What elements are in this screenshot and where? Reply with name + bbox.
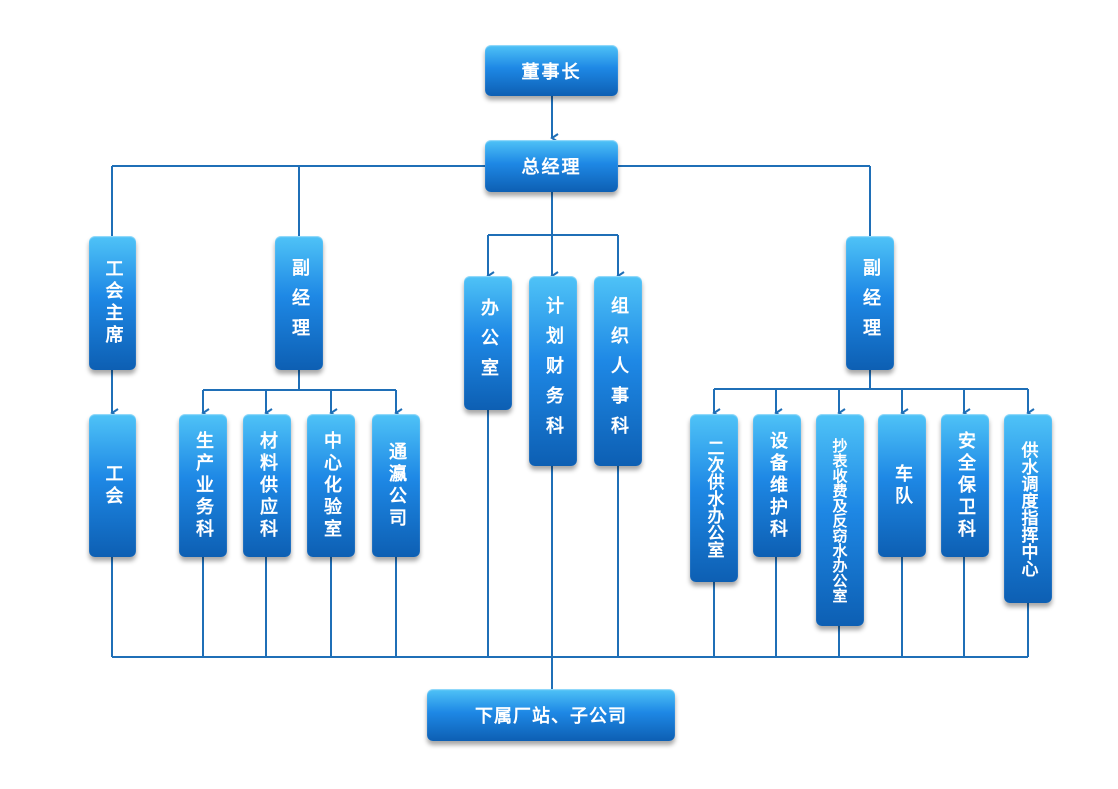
node-tongying: 通瀛公司 (372, 414, 420, 557)
node-hr: 组织人事科 (594, 276, 642, 466)
node-equipment-maintenance: 设备维护科 (753, 414, 801, 557)
node-materials: 材料供应科 (243, 414, 291, 557)
node-vice-gm-left: 副经理 (275, 236, 323, 370)
node-dispatch-center: 供水调度指挥中心 (1004, 414, 1052, 603)
node-meter-reading-office: 抄表收费及反窃水办公室 (816, 414, 864, 626)
node-fleet: 车队 (878, 414, 926, 557)
node-production: 生产业务科 (179, 414, 227, 557)
node-subsidiaries: 下属厂站、子公司 (427, 689, 675, 741)
node-finance: 计划财务科 (529, 276, 577, 466)
node-union: 工会 (89, 414, 136, 557)
node-chairman: 董事长 (485, 45, 618, 96)
node-secondary-water-supply: 二次供水办公室 (690, 414, 738, 582)
node-office: 办公室 (464, 276, 512, 410)
node-security: 安全保卫科 (941, 414, 989, 557)
node-vice-gm-right: 副经理 (846, 236, 894, 370)
node-union-chair: 工会主席 (89, 236, 136, 370)
node-general-manager: 总经理 (485, 140, 618, 192)
node-lab: 中心化验室 (307, 414, 355, 557)
